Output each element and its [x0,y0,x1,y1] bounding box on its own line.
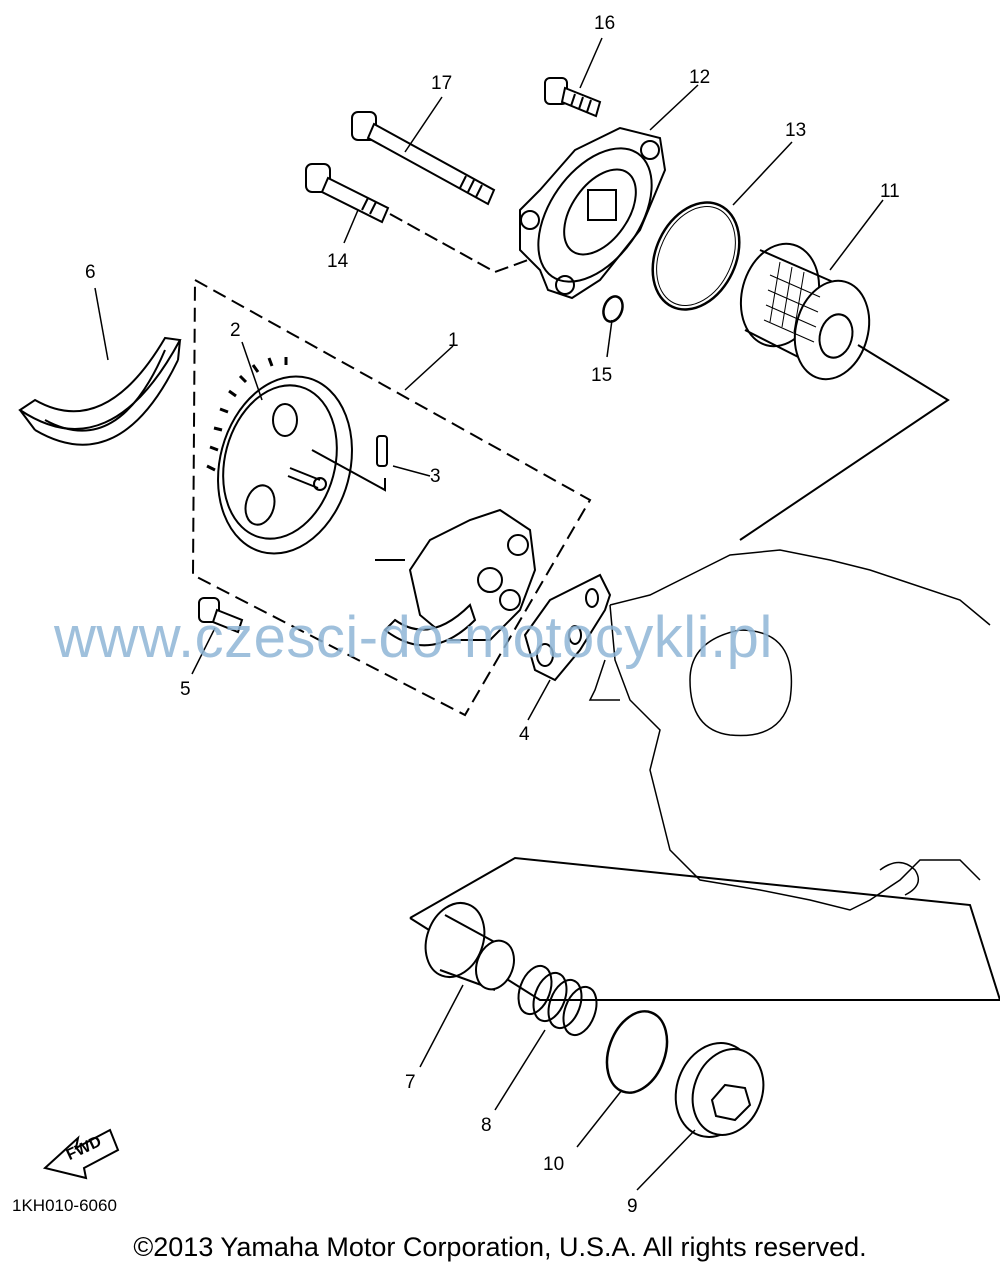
callout-13: 13 [785,120,807,141]
part-5-screw [198,597,244,634]
fwd-arrow-icon [42,1128,120,1180]
part-14-bolt [305,163,390,224]
callout-14: 14 [327,251,349,272]
leader-lines [94,37,884,1191]
callout-5: 5 [180,679,191,700]
part-12-filter-cover [519,126,667,300]
part-6-bearing-half [18,336,182,446]
callout-8: 8 [481,1115,492,1136]
part-9-plug [674,1042,765,1138]
watermark: www.czesci-do-motocykli.pl [54,605,773,670]
callout-15: 15 [591,365,613,386]
pump-body [375,508,537,647]
callout-17: 17 [431,73,453,94]
part-7-relief-valve [424,902,515,991]
callout-16: 16 [594,13,616,34]
part-10-o-ring [605,1010,669,1094]
part-1-assembly-outline [191,278,592,717]
callout-4: 4 [519,724,530,745]
leader-14 [389,213,529,274]
callout-7: 7 [405,1072,416,1093]
callout-10: 10 [543,1154,565,1175]
part-11-oil-filter [739,242,871,381]
bottom-leader-frame [409,856,1000,1001]
part-15-small-o-ring [602,295,624,323]
leader-11 [739,344,950,541]
crankcase-outline [588,549,991,911]
callout-9: 9 [627,1196,638,1217]
drawing-code: 1KH010-6060 [12,1196,117,1215]
callout-6: 6 [85,262,96,283]
callout-11: 11 [880,181,900,202]
part-8-spring [517,964,598,1037]
part-2-gear [206,357,353,555]
callout-3: 3 [430,466,441,487]
copyright-notice: ©2013 Yamaha Motor Corporation, U.S.A. A… [133,1232,867,1262]
callout-1: 1 [448,330,459,351]
callout-2: 2 [230,320,241,341]
part-16-bolt [544,77,602,118]
part-13-o-ring [651,201,741,311]
part-17-long-bolt [351,111,496,206]
callout-12: 12 [689,67,711,88]
part-3-pin [311,435,388,492]
part-4-gasket [523,573,612,682]
